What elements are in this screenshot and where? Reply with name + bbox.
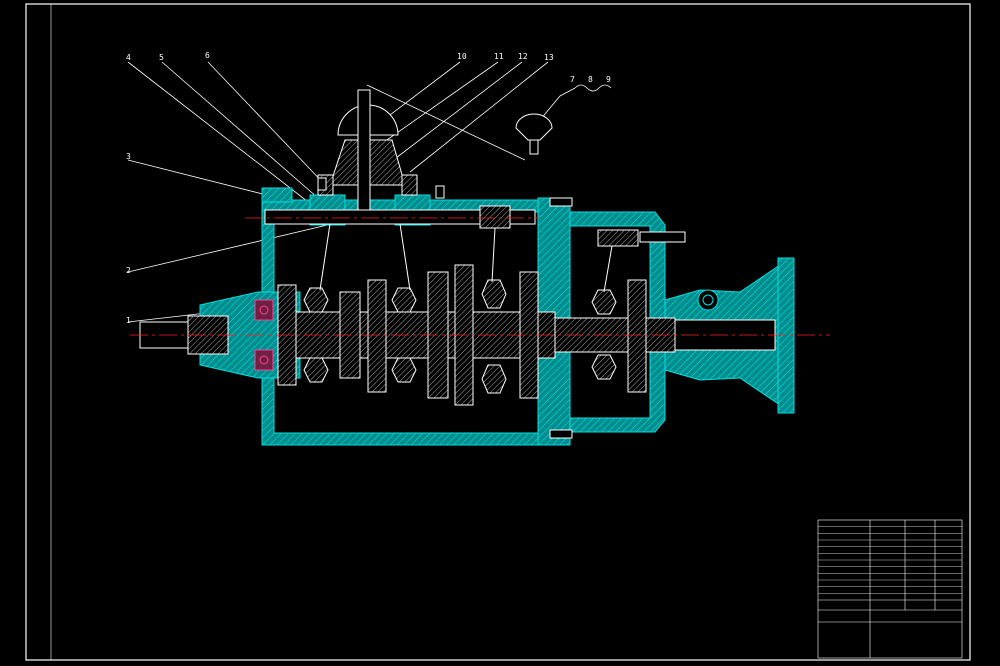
input-bearing <box>254 299 274 371</box>
synchronizers <box>303 279 617 394</box>
callout-7: 7 <box>570 75 575 84</box>
housing-bolts <box>317 177 573 439</box>
callout-6: 6 <box>205 51 210 60</box>
gear-knob <box>515 113 553 155</box>
callout-8: 8 <box>588 75 593 84</box>
shift-lever-assembly <box>317 89 418 211</box>
callout-4: 4 <box>126 53 131 62</box>
title-block <box>817 519 963 659</box>
center-lines <box>130 217 830 336</box>
inner-frame <box>50 3 971 661</box>
shift-rail <box>264 205 686 293</box>
callout-10: 10 <box>457 52 467 61</box>
title-block-rows <box>818 526 962 594</box>
callout-9: 9 <box>606 75 611 84</box>
callout-13: 13 <box>544 53 554 62</box>
callout-11: 11 <box>494 52 504 61</box>
leader-lines <box>127 61 612 323</box>
callout-2: 2 <box>126 266 131 275</box>
callout-1: 1 <box>126 316 131 325</box>
callout-5: 5 <box>159 53 164 62</box>
callout-12: 12 <box>518 52 528 61</box>
callout-3: 3 <box>126 152 131 161</box>
